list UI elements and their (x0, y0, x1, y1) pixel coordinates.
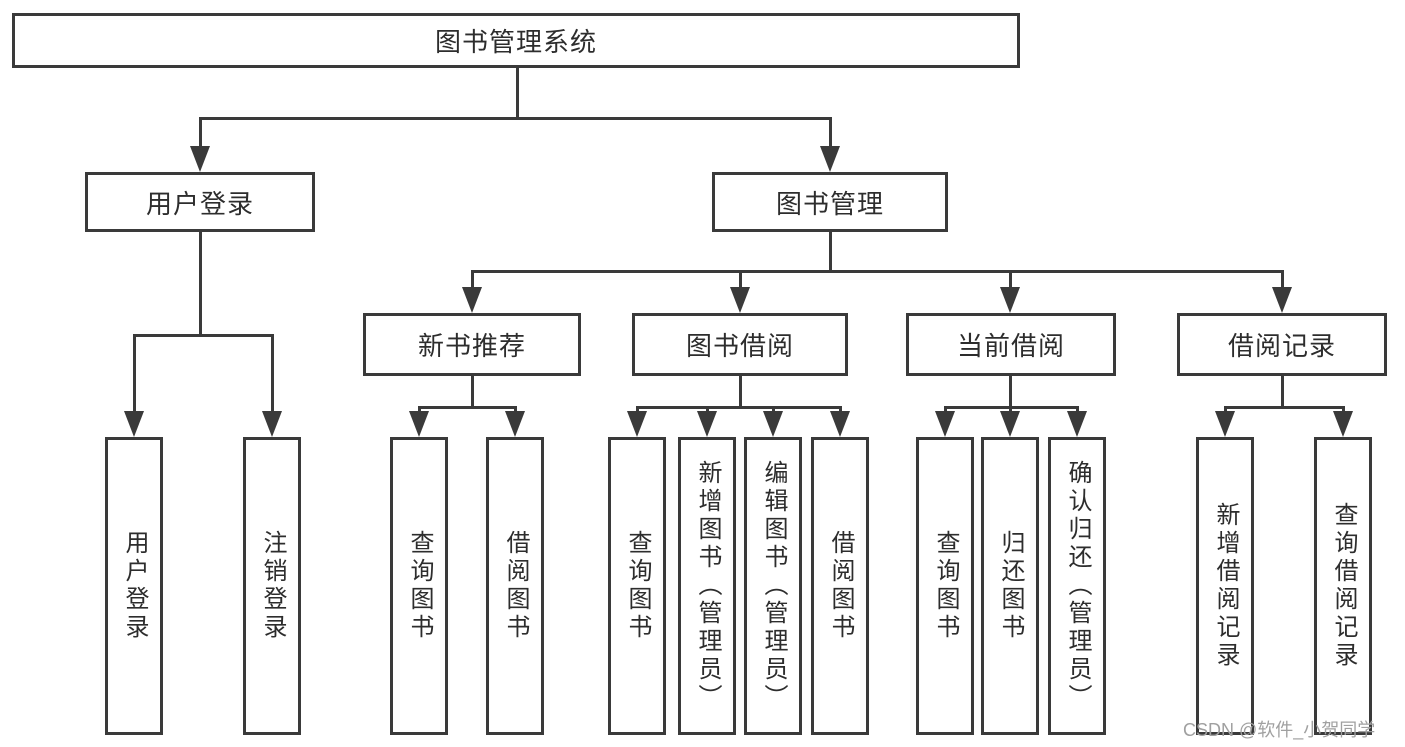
leaf-borrow-add-books-label: 新增图书（管理员） (694, 460, 721, 712)
connector-line (133, 334, 136, 412)
arrow-down-icon (1000, 287, 1020, 313)
leaf-current-return-books: 归还图书 (981, 437, 1039, 735)
connector-line (471, 374, 474, 408)
leaf-newbooks-borrow-books-label: 借阅图书 (502, 530, 529, 642)
connector-line (418, 406, 517, 409)
leaf-newbooks-query-books: 查询图书 (390, 437, 448, 735)
arrow-down-icon (820, 146, 840, 172)
connector-line (739, 374, 742, 408)
leaf-logout: 注销登录 (243, 437, 301, 735)
node-new-books-label: 新书推荐 (417, 331, 526, 361)
watermark: CSDN @软件_小贺同学 (1183, 720, 1376, 740)
leaf-borrow-borrow-books-label: 借阅图书 (827, 530, 854, 642)
connector-line (133, 334, 274, 337)
connector-line (1281, 374, 1284, 408)
leaf-borrow-edit-books: 编辑图书（管理员） (744, 437, 802, 735)
arrow-down-icon (1333, 411, 1353, 437)
arrow-down-icon (462, 287, 482, 313)
node-book-mgmt: 图书管理 (712, 172, 948, 232)
node-user-login-label: 用户登录 (145, 188, 254, 219)
arrow-down-icon (409, 411, 429, 437)
connector-line (1281, 270, 1284, 290)
arrow-down-icon (697, 411, 717, 437)
connector-line (1009, 270, 1012, 290)
arrow-down-icon (730, 287, 750, 313)
connector-line (636, 406, 842, 409)
arrow-down-icon (1067, 411, 1087, 437)
leaf-user-login-label: 用户登录 (121, 530, 148, 642)
arrow-down-icon (830, 411, 850, 437)
node-book-borrow: 图书借阅 (632, 313, 848, 376)
leaf-newbooks-query-books-label: 查询图书 (406, 530, 433, 642)
node-current-borrow: 当前借阅 (906, 313, 1116, 376)
arrow-down-icon (1000, 411, 1020, 437)
arrow-down-icon (763, 411, 783, 437)
connector-line (739, 270, 742, 290)
node-root-label: 图书管理系统 (434, 27, 597, 57)
leaf-records-add-record-label: 新增借阅记录 (1212, 502, 1239, 670)
leaf-logout-label: 注销登录 (259, 530, 286, 642)
leaf-borrow-query-books-label: 查询图书 (624, 530, 651, 642)
arrow-down-icon (935, 411, 955, 437)
node-book-mgmt-label: 图书管理 (775, 188, 884, 219)
connector-line (471, 270, 1283, 273)
leaf-current-confirm-return-label: 确认归还（管理员） (1064, 460, 1091, 712)
arrow-down-icon (124, 411, 144, 437)
node-borrow-records: 借阅记录 (1177, 313, 1387, 376)
node-borrow-records-label: 借阅记录 (1227, 331, 1336, 361)
leaf-current-query-books: 查询图书 (916, 437, 974, 735)
connector-line (1224, 406, 1345, 409)
connector-line (199, 117, 831, 120)
leaf-borrow-borrow-books: 借阅图书 (811, 437, 869, 735)
leaf-newbooks-borrow-books: 借阅图书 (486, 437, 544, 735)
leaf-user-login: 用户登录 (105, 437, 163, 735)
arrow-down-icon (190, 146, 210, 172)
leaf-records-add-record: 新增借阅记录 (1196, 437, 1254, 735)
node-root: 图书管理系统 (12, 13, 1020, 68)
leaf-current-return-books-label: 归还图书 (997, 530, 1024, 642)
connector-line (516, 66, 519, 119)
leaf-current-query-books-label: 查询图书 (932, 530, 959, 642)
connector-line (271, 334, 274, 412)
leaf-borrow-edit-books-label: 编辑图书（管理员） (760, 460, 787, 712)
connector-line (1009, 374, 1012, 408)
node-new-books: 新书推荐 (363, 313, 581, 376)
leaf-records-query-record-label: 查询借阅记录 (1330, 502, 1357, 670)
connector-line (829, 230, 832, 272)
connector-line (829, 117, 832, 149)
arrow-down-icon (505, 411, 525, 437)
leaf-borrow-add-books: 新增图书（管理员） (678, 437, 736, 735)
leaf-records-query-record: 查询借阅记录 (1314, 437, 1372, 735)
arrow-down-icon (262, 411, 282, 437)
node-user-login: 用户登录 (85, 172, 315, 232)
node-current-borrow-label: 当前借阅 (956, 331, 1065, 361)
arrow-down-icon (627, 411, 647, 437)
connector-line (471, 270, 474, 290)
leaf-current-confirm-return: 确认归还（管理员） (1048, 437, 1106, 735)
leaf-borrow-query-books: 查询图书 (608, 437, 666, 735)
arrow-down-icon (1215, 411, 1235, 437)
node-book-borrow-label: 图书借阅 (685, 331, 794, 361)
arrow-down-icon (1272, 287, 1292, 313)
connector-line (199, 117, 202, 149)
connector-line (199, 230, 202, 336)
